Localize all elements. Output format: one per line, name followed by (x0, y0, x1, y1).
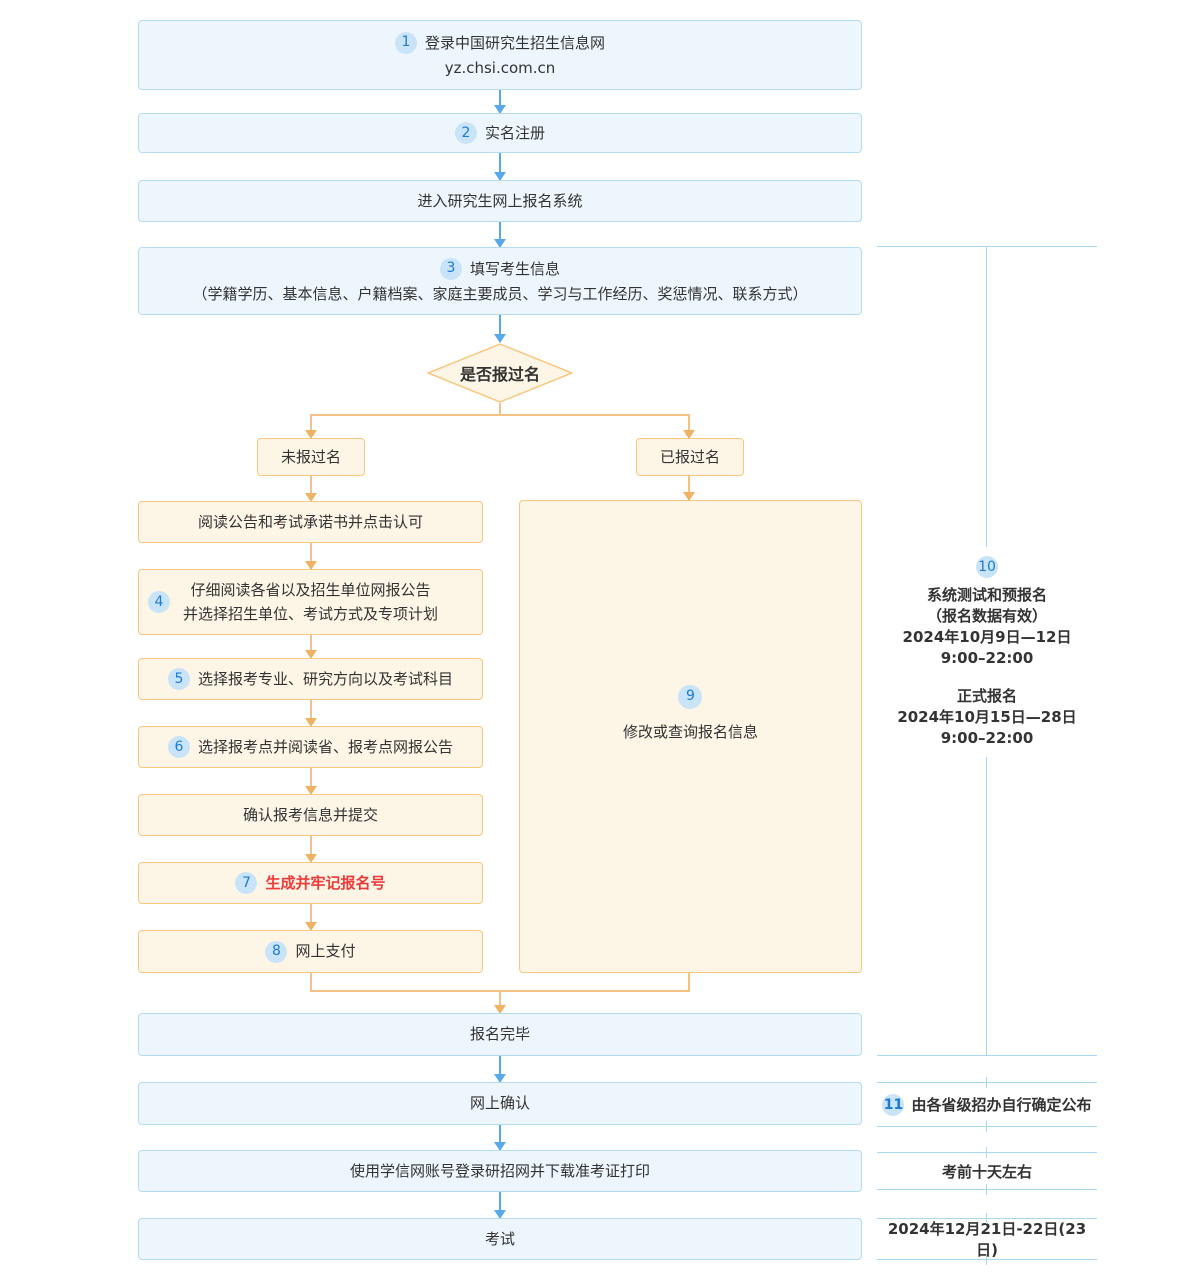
step-online-confirm-label: 网上确认 (469, 1094, 530, 1113)
sidebar-tick (986, 1147, 987, 1158)
sidebar-formal-time: 9:00–22:00 (940, 729, 1034, 747)
step-pay-online-box: 8 网上支付 (138, 930, 483, 973)
step-2-badge: 2 (454, 122, 477, 144)
sidebar-bracket-line (877, 246, 1097, 247)
step-exam-label: 考试 (484, 1229, 515, 1248)
sidebar-tick (986, 1213, 987, 1224)
diamond-shape (425, 343, 575, 403)
sidebar-formal-title: 正式报名 (956, 687, 1017, 705)
step-register-box: 2 实名注册 (138, 113, 862, 153)
arrow-down (688, 414, 690, 438)
sidebar-test-date: 2024年10月9日—12日 (902, 628, 1072, 646)
arrow-down (310, 414, 312, 438)
sidebar-registration-periods: 10 系统测试和预报名 （报名数据有效） 2024年10月9日—12日 9:00… (877, 556, 1097, 749)
step-choose-unit-line1: 仔细阅读各省以及招生单位网报公告 (190, 580, 431, 599)
step-enter-system-label: 进入研究生网上报名系统 (417, 191, 583, 210)
step-3-badge: 3 (439, 257, 462, 280)
step-9-badge: 9 (678, 684, 703, 709)
sidebar-test-time: 9:00–22:00 (940, 649, 1034, 667)
step-finish-box: 报名完毕 (138, 1013, 862, 1056)
sidebar-bracket-line (986, 757, 987, 1055)
branch-registered-label: 已报过名 (659, 447, 720, 466)
step-6-badge: 6 (167, 736, 190, 758)
step-fill-info-box: 3 填写考生信息 （学籍学历、基本信息、户籍档案、家庭主要成员、学习与工作经历、… (138, 247, 862, 315)
step-exam-box: 考试 (138, 1218, 862, 1260)
step-finish-label: 报名完毕 (469, 1025, 530, 1044)
sidebar-tick (986, 1254, 987, 1265)
arrow-down (499, 153, 501, 180)
arrow-down (499, 1192, 501, 1218)
step-choose-major-label: 选择报考专业、研究方向以及考试科目 (197, 669, 453, 688)
step-choose-unit-line2: 并选择招生单位、考试方式及专项计划 (182, 605, 438, 623)
sidebar-tick (986, 1184, 987, 1195)
step-download-ticket-label: 使用学信网账号登录研招网并下载准考证打印 (349, 1161, 650, 1180)
step-1-badge: 1 (394, 31, 417, 54)
arrow-down (310, 635, 312, 658)
sidebar-download-note-label: 考前十天左右 (941, 1162, 1032, 1181)
arrow-down (499, 90, 501, 113)
connector-line (688, 973, 690, 992)
branch-registered-box: 已报过名 (636, 438, 744, 476)
arrow-down (310, 543, 312, 569)
step-8-badge: 8 (265, 940, 288, 963)
sidebar-bracket-line (877, 1055, 1097, 1056)
step-login-box: 1 登录中国研究生招生信息网 yz.chsi.com.cn (138, 20, 862, 90)
connector-line (310, 973, 312, 992)
branch-not-registered-box: 未报过名 (257, 438, 365, 476)
arrow-down (310, 768, 312, 794)
arrow-down (310, 476, 312, 501)
sidebar-exam-date-label: 2024年12月21日-22日(23日) (887, 1220, 1087, 1259)
step-enter-system-box: 进入研究生网上报名系统 (138, 180, 862, 222)
step-10-badge: 10 (976, 556, 998, 578)
step-4-badge: 4 (148, 591, 170, 613)
arrow-down (499, 222, 501, 247)
step-online-confirm-box: 网上确认 (138, 1082, 862, 1125)
step-login-title: 登录中国研究生招生信息网 (424, 33, 605, 52)
step-11-badge: 11 (882, 1093, 905, 1116)
decision-diamond: 是否报过名 (425, 343, 575, 403)
step-choose-major-box: 5 选择报考专业、研究方向以及考试科目 (138, 658, 483, 700)
sidebar-bracket-line (986, 246, 987, 547)
sidebar-test-title: 系统测试和预报名 (926, 586, 1047, 604)
arrow-down (310, 904, 312, 930)
step-modify-query-label: 修改或查询报名信息 (622, 722, 758, 741)
sidebar-formal-date: 2024年10月15日—28日 (897, 708, 1077, 726)
branch-not-registered-label: 未报过名 (280, 447, 341, 466)
decision-label: 是否报过名 (459, 365, 540, 384)
sidebar-test-note: （报名数据有效） (926, 607, 1047, 625)
step-submit-box: 确认报考信息并提交 (138, 794, 483, 836)
step-login-url: yz.chsi.com.cn (444, 58, 556, 77)
step-choose-site-box: 6 选择报考点并阅读省、报考点网报公告 (138, 726, 483, 768)
arrow-down (499, 991, 501, 1013)
step-5-badge: 5 (167, 668, 190, 690)
connector-line (310, 414, 690, 416)
arrow-down (499, 1056, 501, 1082)
sidebar-confirm-note: 11 由各省级招办自行确定公布 (877, 1082, 1097, 1127)
step-choose-site-label: 选择报考点并阅读省、报考点网报公告 (197, 737, 453, 756)
step-pay-online-label: 网上支付 (295, 942, 356, 961)
step-download-ticket-box: 使用学信网账号登录研招网并下载准考证打印 (138, 1150, 862, 1192)
sidebar-exam-date: 2024年12月21日-22日(23日) (877, 1218, 1097, 1260)
step-fill-info-title: 填写考生信息 (469, 259, 560, 278)
sidebar-tick (986, 1121, 987, 1132)
step-remember-number-label: 生成并牢记报名号 (265, 873, 386, 892)
step-read-notice-label: 阅读公告和考试承诺书并点击认可 (197, 512, 423, 531)
sidebar-tick (986, 1077, 987, 1088)
arrow-down (499, 315, 501, 342)
connector-line (499, 403, 501, 416)
arrow-down (310, 836, 312, 862)
step-modify-query-box: 9 修改或查询报名信息 (519, 500, 862, 973)
sidebar-download-note: 考前十天左右 (877, 1152, 1097, 1190)
arrow-down (499, 1125, 501, 1150)
step-remember-number-box: 7 生成并牢记报名号 (138, 862, 483, 904)
step-fill-info-detail: （学籍学历、基本信息、户籍档案、家庭主要成员、学习与工作经历、奖惩情况、联系方式… (192, 284, 808, 303)
step-7-badge: 7 (235, 872, 258, 894)
sidebar-confirm-note-label: 由各省级招办自行确定公布 (911, 1096, 1092, 1114)
arrow-down (688, 476, 690, 500)
arrow-down (310, 700, 312, 726)
step-submit-label: 确认报考信息并提交 (242, 805, 378, 824)
step-choose-unit-box: 4 仔细阅读各省以及招生单位网报公告 并选择招生单位、考试方式及专项计划 (138, 569, 483, 635)
step-read-notice-box: 阅读公告和考试承诺书并点击认可 (138, 501, 483, 543)
step-register-label: 实名注册 (484, 123, 545, 142)
